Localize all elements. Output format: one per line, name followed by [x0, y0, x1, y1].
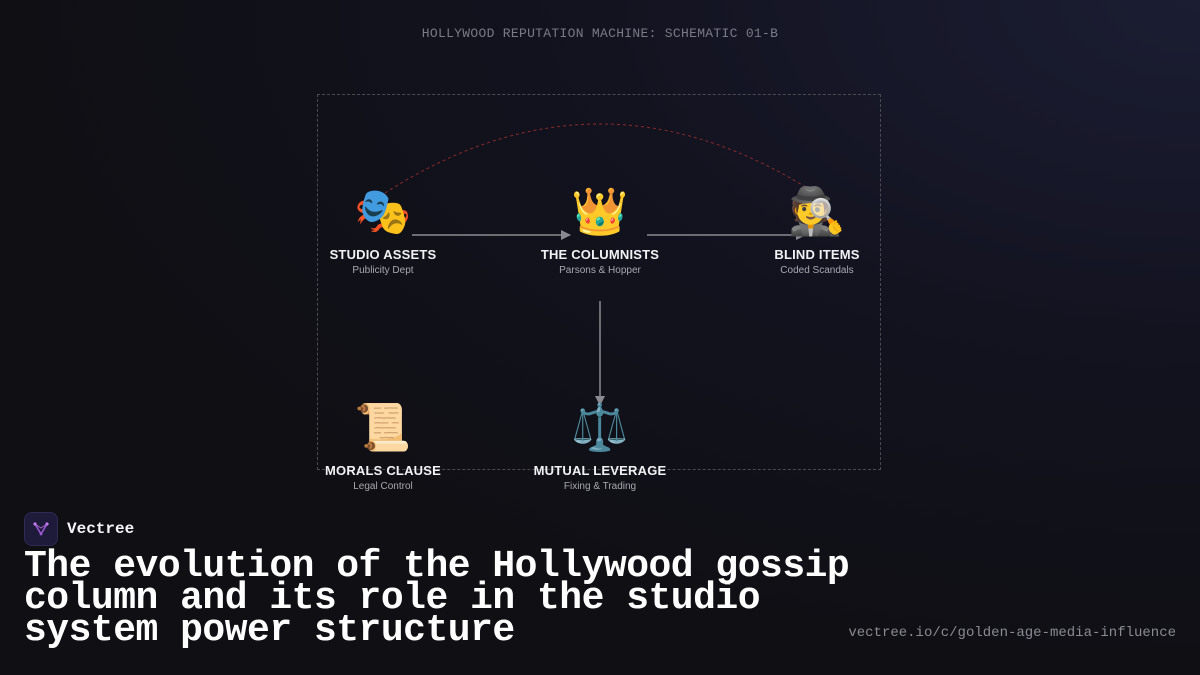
diagram-frame: [317, 94, 881, 470]
node-sublabel: Coded Scandals: [780, 265, 854, 276]
node-sublabel: Publicity Dept: [352, 265, 414, 276]
node-label: MUTUAL LEVERAGE: [533, 463, 667, 478]
source-url: vectree.io/c/golden-age-media-influence: [848, 625, 1176, 641]
balance-scale-icon: ⚖️: [571, 400, 629, 454]
node-sublabel: Legal Control: [353, 481, 413, 492]
node-label: MORALS CLAUSE: [325, 463, 441, 478]
node-label: STUDIO ASSETS: [329, 247, 437, 262]
node-sublabel: Parsons & Hopper: [559, 265, 641, 276]
crown-icon: 👑: [571, 184, 629, 238]
node-morals-clause: 📜 MORALS CLAUSE Legal Control: [293, 399, 473, 492]
brand: Vectree: [24, 512, 134, 546]
schematic-title: HOLLYWOOD REPUTATION MACHINE: SCHEMATIC …: [421, 26, 779, 41]
node-label: THE COLUMNISTS: [540, 247, 660, 262]
node-mutual-leverage: ⚖️ MUTUAL LEVERAGE Fixing & Trading: [510, 399, 690, 492]
brand-name: Vectree: [67, 520, 135, 538]
node-the-columnists: 👑 THE COLUMNISTS Parsons & Hopper: [510, 183, 690, 276]
scroll-icon: 📜: [354, 400, 412, 454]
node-label: BLIND ITEMS: [774, 247, 860, 262]
node-studio-assets: 🎭 STUDIO ASSETS Publicity Dept: [293, 183, 473, 276]
node-sublabel: Fixing & Trading: [563, 481, 637, 492]
performing-arts-icon: 🎭: [354, 184, 412, 238]
headline: The evolution of the Hollywood gossip co…: [24, 545, 850, 652]
edge-studio-to-blind-arc: [384, 123, 816, 194]
node-blind-items: 🕵️ BLIND ITEMS Coded Scandals: [727, 183, 907, 276]
vectree-logo-icon: [24, 512, 58, 546]
detective-icon: 🕵️: [788, 184, 846, 238]
